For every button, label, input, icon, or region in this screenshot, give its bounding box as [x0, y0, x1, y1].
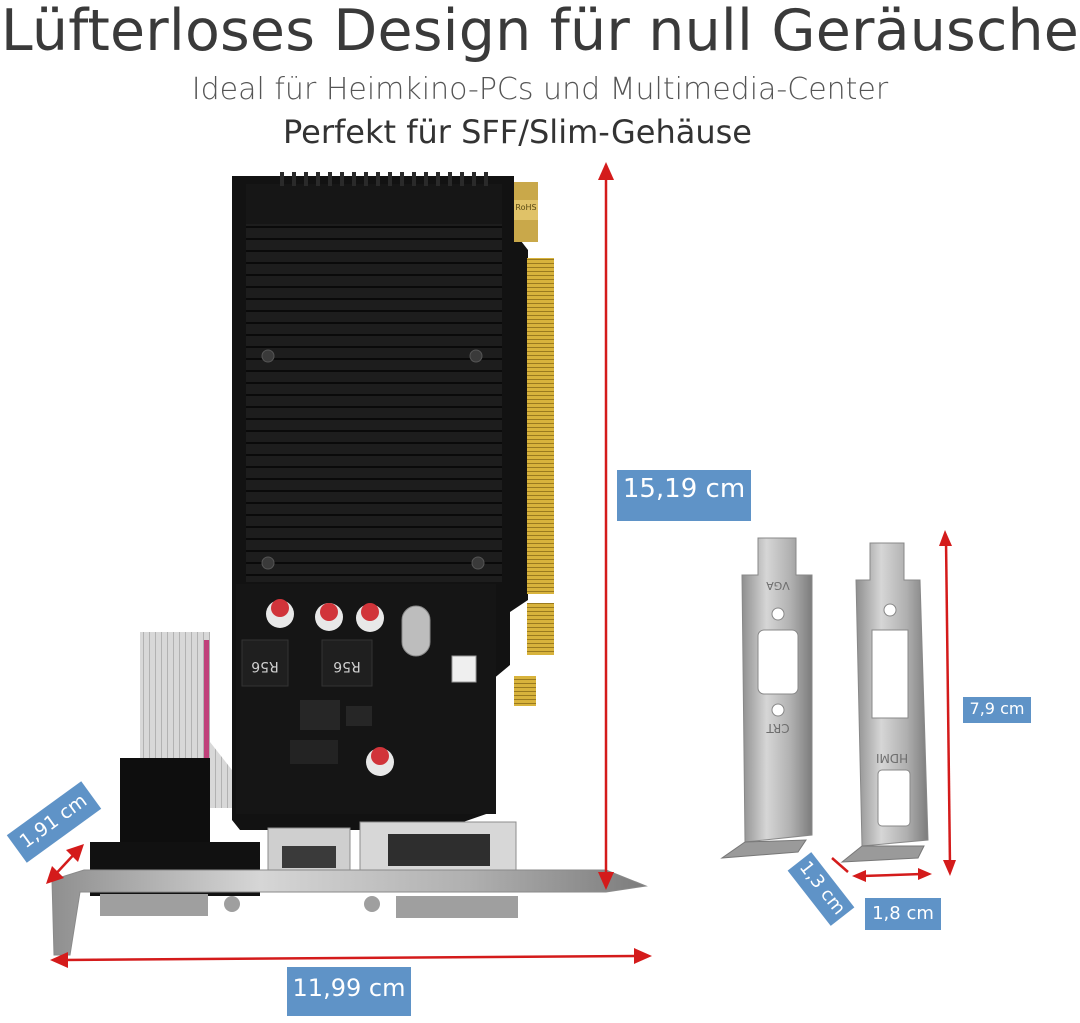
bracket-port-label: HDMI — [876, 751, 908, 765]
subline-1: Ideal für Heimkino-PCs und Multimedia-Ce… — [191, 72, 889, 107]
arrow-bracket-tab — [831, 857, 849, 873]
heatsink — [246, 184, 502, 582]
inductor — [321, 639, 373, 687]
pcie-gold-fingers-lower — [527, 603, 554, 655]
io-bracket — [51, 869, 648, 956]
inductor — [241, 639, 289, 687]
arrow-bracket-height — [944, 539, 952, 867]
arrow-bracket-width — [861, 872, 923, 878]
dimension-arrows — [46, 162, 956, 968]
card-width-label: 11,99 cm — [287, 967, 411, 1016]
pcie-gold-fingers — [527, 258, 554, 594]
arrow-card-width — [61, 954, 641, 962]
capacitors — [266, 599, 394, 776]
ribbon-cable — [140, 632, 210, 742]
screw — [471, 556, 485, 570]
graphics-card: R56 R56 — [51, 172, 648, 956]
inductor-label: R56 — [333, 658, 361, 674]
rohs-text: RoHS — [515, 203, 537, 212]
card-height-label: 15,19 cm — [617, 470, 751, 521]
screw — [469, 349, 483, 363]
low-profile-bracket-hdmi: HDMI — [840, 542, 929, 863]
bracket-port-label: CRT — [766, 721, 790, 735]
headline: Lüfterloses Design für null Geräusche — [0, 0, 1080, 64]
low-profile-bracket-vga: CRT VGA — [720, 537, 813, 859]
bracket-port-label: VGA — [766, 579, 790, 592]
vga-connector-header — [120, 758, 210, 858]
screw — [261, 556, 275, 570]
bracket-height-label: 7,9 cm — [963, 697, 1031, 723]
screw — [261, 349, 275, 363]
bracket-width-label: 1,8 cm — [865, 898, 941, 930]
inductor-label: R56 — [251, 658, 279, 674]
subline-2: Perfekt für SFF/Slim-Gehäuse — [283, 113, 752, 151]
